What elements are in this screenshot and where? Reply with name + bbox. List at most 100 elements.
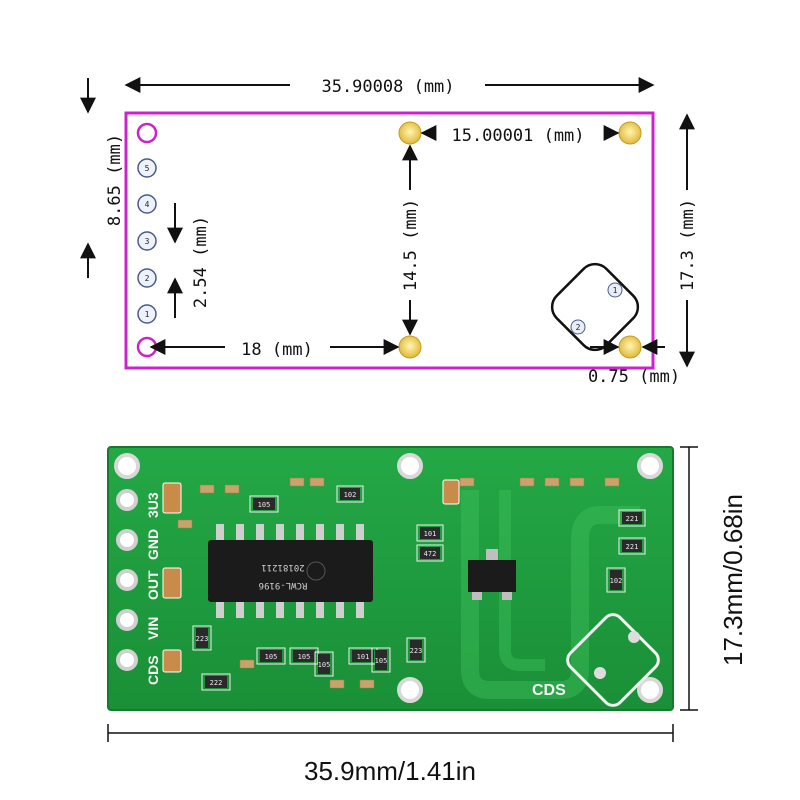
resistor-code: 102 bbox=[344, 491, 357, 499]
smd-capacitor bbox=[289, 477, 305, 487]
ic-label-bottom: RCWL-9196 bbox=[259, 580, 308, 590]
smd-resistor bbox=[352, 650, 374, 662]
smd-capacitor bbox=[329, 679, 345, 689]
header-pin bbox=[116, 489, 138, 511]
resistor-code: 223 bbox=[196, 635, 209, 643]
pcb-header-pins bbox=[116, 489, 138, 671]
header-pin bbox=[116, 529, 138, 551]
resistor-code: 102 bbox=[610, 577, 623, 585]
right-height-label: 17.3 (mm) bbox=[678, 199, 698, 291]
smd-outline bbox=[371, 647, 391, 673]
ic-leg bbox=[296, 524, 304, 540]
svg-text:CDS: CDS bbox=[145, 655, 161, 685]
ic-leg bbox=[216, 524, 224, 540]
svg-text:OUT: OUT bbox=[145, 570, 161, 600]
ic-label-top: 20181211 bbox=[261, 562, 304, 572]
transistor bbox=[468, 549, 516, 600]
smd-outline bbox=[314, 651, 334, 677]
ic-leg bbox=[356, 602, 364, 618]
smd-capacitor bbox=[224, 484, 240, 494]
smd-capacitor bbox=[309, 477, 325, 487]
resistor-code: 472 bbox=[424, 550, 437, 558]
pin-hole-3 bbox=[137, 231, 157, 251]
smd-resistor bbox=[622, 512, 642, 524]
pcb-photo: CDS VIN OUT GND 3U3 20181211 RCWL-9196 1… bbox=[107, 446, 674, 711]
photo-height-label: 17.3mm/0.68in bbox=[718, 494, 748, 666]
smd-outline bbox=[618, 509, 646, 527]
board-outline bbox=[124, 111, 655, 370]
ic-leg bbox=[356, 524, 364, 540]
smd-outline bbox=[618, 537, 646, 555]
pin-hole-1 bbox=[137, 304, 157, 324]
resistor-code: 221 bbox=[626, 515, 639, 523]
photo-width-label: 35.9mm/1.41in bbox=[304, 756, 476, 786]
pin-number-3: 3 bbox=[145, 237, 150, 246]
ic-leg bbox=[296, 602, 304, 618]
smd-capacitor bbox=[177, 519, 193, 529]
pcb-board bbox=[107, 446, 674, 711]
pin-number-5: 5 bbox=[145, 164, 150, 173]
ic-leg bbox=[236, 524, 244, 540]
svg-text:1: 1 bbox=[613, 286, 618, 295]
resistor-code: 105 bbox=[318, 661, 331, 669]
sensor-outline: 1 2 bbox=[550, 262, 640, 352]
header-pin bbox=[116, 609, 138, 631]
ic-chip: 20181211 RCWL-9196 bbox=[208, 524, 373, 618]
header-pin bbox=[116, 569, 138, 591]
ic-leg bbox=[236, 602, 244, 618]
smd-capacitor bbox=[544, 477, 560, 487]
pcb-mount-holes bbox=[114, 453, 663, 703]
resistor-code: 101 bbox=[357, 653, 370, 661]
smd-resistor bbox=[253, 498, 275, 510]
smd-resistor bbox=[196, 628, 208, 648]
photo-dimensions: 35.9mm/1.41in 17.3mm/0.68in bbox=[107, 446, 748, 786]
smd-resistor bbox=[410, 640, 422, 660]
ic-leg bbox=[256, 602, 264, 618]
antenna-trace bbox=[461, 490, 640, 699]
ic-leg bbox=[316, 524, 324, 540]
smd-capacitor bbox=[459, 477, 475, 487]
pin-number-1: 1 bbox=[145, 310, 150, 319]
smd-outline bbox=[336, 485, 364, 503]
resistor-code: 101 bbox=[424, 530, 437, 538]
smd-resistor bbox=[420, 547, 440, 559]
smd-capacitor bbox=[519, 477, 535, 487]
smd-resistor bbox=[610, 570, 622, 590]
smd-outline bbox=[416, 524, 444, 542]
smd-outline bbox=[416, 544, 444, 562]
capacitors bbox=[162, 479, 460, 673]
smd-outline bbox=[192, 625, 212, 651]
smd-resistor bbox=[375, 650, 387, 670]
mount-pad-bottom-middle bbox=[398, 335, 422, 359]
smd-capacitor bbox=[569, 477, 585, 487]
svg-text:VIN: VIN bbox=[145, 617, 161, 640]
smd-outline bbox=[249, 495, 279, 513]
sensor-pin-2 bbox=[570, 319, 586, 335]
smd-outline bbox=[256, 647, 286, 665]
svg-text:GND: GND bbox=[145, 529, 161, 560]
resistor-code: 222 bbox=[210, 679, 223, 687]
ic-leg bbox=[316, 602, 324, 618]
mount-pad-top-right bbox=[618, 121, 642, 145]
pin-number-2: 2 bbox=[145, 274, 150, 283]
resistor-code: 223 bbox=[410, 647, 423, 655]
smd-capacitor bbox=[604, 477, 620, 487]
hole-edge-label: 0.75 (mm) bbox=[588, 367, 680, 387]
cds-silk-label: CDS bbox=[532, 682, 566, 699]
ic-leg bbox=[276, 524, 284, 540]
smd-outline bbox=[606, 567, 626, 593]
svg-text:3U3: 3U3 bbox=[145, 492, 161, 518]
left-height-label: 8.65 (mm) bbox=[105, 134, 125, 226]
smd-resistor bbox=[260, 650, 282, 662]
resistor-code: 105 bbox=[258, 501, 271, 509]
light-sensor bbox=[566, 613, 660, 707]
smd-capacitor bbox=[239, 659, 255, 669]
ic-leg bbox=[256, 524, 264, 540]
sensor-pin-1 bbox=[607, 282, 623, 298]
width-dimension-label: 35.90008 (mm) bbox=[321, 77, 454, 97]
pin-hole-4 bbox=[137, 194, 157, 214]
